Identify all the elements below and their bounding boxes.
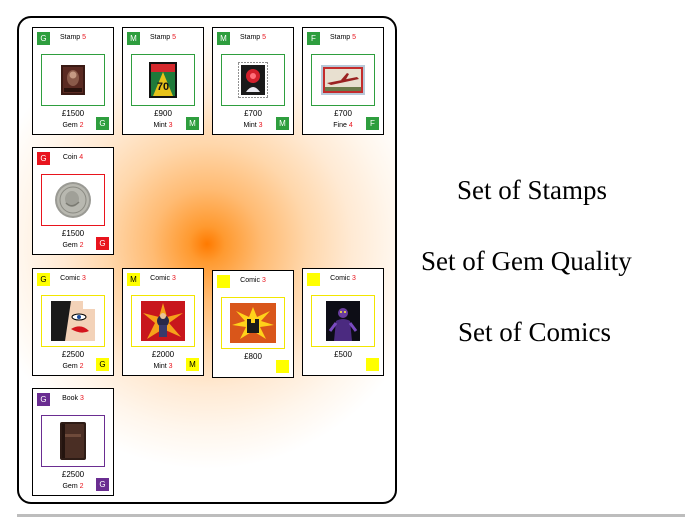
card-title: Comic 3 xyxy=(150,275,176,282)
card-price: £2000 xyxy=(151,350,175,359)
card-grade: Mint 3 xyxy=(243,122,263,129)
grade-badge-corner: M xyxy=(276,117,289,130)
card-image-frame xyxy=(41,54,105,106)
comic-card-2[interactable]: M Comic 3 £2000 Mint 3 M xyxy=(122,268,204,376)
card-image-frame xyxy=(221,54,285,106)
card-title: Comic 3 xyxy=(330,275,356,282)
card-title: Coin 4 xyxy=(62,154,84,161)
card-title: Stamp 5 xyxy=(329,34,357,41)
grade-badge: M xyxy=(127,32,140,45)
grade-badge: G xyxy=(37,393,50,406)
card-price: £1500 xyxy=(61,109,85,118)
grade-badge xyxy=(217,275,230,288)
grade-badge: G xyxy=(37,273,50,286)
grade-badge-corner: G xyxy=(96,237,109,250)
card-title: Comic 3 xyxy=(60,275,86,282)
coin-card-1[interactable]: G Coin 4 £1500 Gem 2 G xyxy=(32,147,114,255)
card-price: £800 xyxy=(244,352,262,361)
leather-book-image xyxy=(60,422,86,460)
card-image-frame xyxy=(311,295,375,347)
card-grade: Gem 2 xyxy=(62,122,84,129)
card-grade: Gem 2 xyxy=(62,242,84,249)
silver-coin-image xyxy=(55,182,91,218)
grade-badge-corner: G xyxy=(96,358,109,371)
card-price: £1500 xyxy=(61,229,85,238)
grade-badge-corner xyxy=(366,358,379,371)
grade-badge: M xyxy=(127,273,140,286)
grade-badge: F xyxy=(307,32,320,45)
set-of-comics-label: Set of Comics xyxy=(458,317,611,347)
card-price: £900 xyxy=(154,109,172,118)
grade-badge-corner: M xyxy=(186,358,199,371)
set-of-stamps-label: Set of Stamps xyxy=(457,175,608,205)
card-price: £700 xyxy=(244,109,262,118)
pop-art-face-comic-image xyxy=(51,301,95,341)
card-price: £2500 xyxy=(61,470,85,479)
grade-badge: M xyxy=(217,32,230,45)
card-grade: Gem 2 xyxy=(62,483,84,490)
penny-black-stamp-image xyxy=(61,65,85,95)
stamp-card-1[interactable]: G Stamp 5 £1500 Gem 2 G xyxy=(32,27,114,135)
grade-badge-corner: M xyxy=(186,117,199,130)
comic-card-3[interactable]: Comic 3 £800 xyxy=(212,270,294,378)
number-70-stamp-image: 70 xyxy=(149,62,177,98)
card-title: Stamp 5 xyxy=(59,34,87,41)
card-image-frame xyxy=(311,54,375,106)
grade-badge-corner: F xyxy=(366,117,379,130)
comic-card-4[interactable]: Comic 3 £500 xyxy=(302,268,384,376)
grade-badge-corner xyxy=(276,360,289,373)
card-image-frame xyxy=(41,415,105,467)
comic-card-1[interactable]: G Comic 3 £2500 Gem 2 G xyxy=(32,268,114,376)
purple-villain-comic-image xyxy=(326,301,360,341)
card-grade: Mint 3 xyxy=(153,363,173,370)
card-price: £700 xyxy=(334,109,352,118)
card-image-frame: 70 xyxy=(131,54,195,106)
airplane-stamp-image xyxy=(321,65,365,95)
svg-text:70: 70 xyxy=(157,81,169,93)
stamp-card-3[interactable]: M Stamp 5 £700 Mint 3 M xyxy=(212,27,294,135)
flower-stamp-image xyxy=(238,62,268,98)
card-image-frame xyxy=(41,174,105,226)
grade-badge: G xyxy=(37,32,50,45)
set-of-gem-quality-label: Set of Gem Quality xyxy=(421,246,632,276)
card-title: Stamp 5 xyxy=(149,34,177,41)
card-price: £2500 xyxy=(61,350,85,359)
card-grade: Gem 2 xyxy=(62,363,84,370)
card-grade: Mint 3 xyxy=(153,122,173,129)
grade-badge: G xyxy=(37,152,50,165)
card-title: Stamp 5 xyxy=(239,34,267,41)
card-grade: Fine 4 xyxy=(333,122,353,129)
stamp-card-4[interactable]: F Stamp 5 £700 Fine 4 F xyxy=(302,27,384,135)
grade-badge-corner: G xyxy=(96,117,109,130)
book-card-1[interactable]: G Book 3 £2500 Gem 2 G xyxy=(32,388,114,496)
card-title: Book 3 xyxy=(62,395,84,402)
grade-badge xyxy=(307,273,320,286)
hero-burst-comic-image xyxy=(141,301,185,341)
card-price: £500 xyxy=(334,350,352,359)
card-image-frame xyxy=(131,295,195,347)
stamp-card-2[interactable]: M Stamp 5 70 £900 Mint 3 M xyxy=(122,27,204,135)
card-title: Comic 3 xyxy=(240,277,266,284)
collection-panel: G Stamp 5 £1500 Gem 2 G M Stamp 5 70 xyxy=(17,16,397,504)
explosion-comic-image xyxy=(230,303,276,343)
grade-badge-corner: G xyxy=(96,478,109,491)
bottom-divider xyxy=(17,514,685,517)
card-image-frame xyxy=(221,297,285,349)
card-image-frame xyxy=(41,295,105,347)
